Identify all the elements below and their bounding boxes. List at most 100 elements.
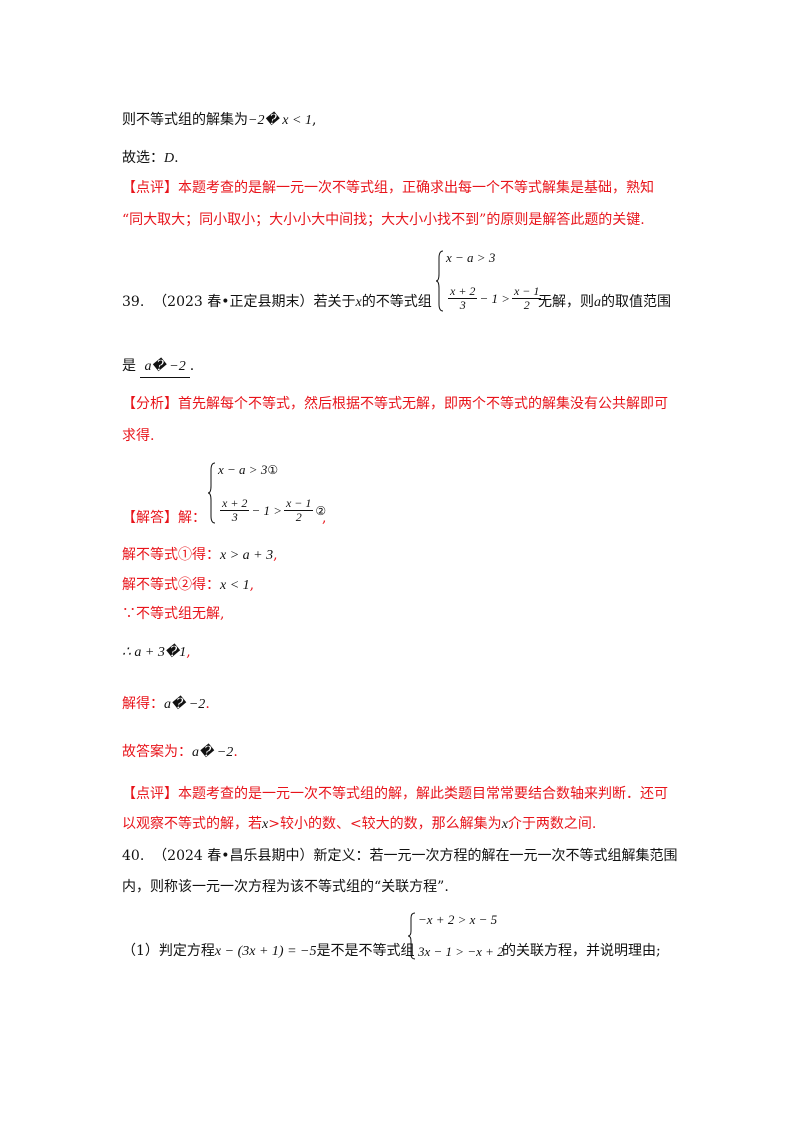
step-text: 解不等式①得： [122, 547, 220, 563]
fraction-numerator: x + 2 [220, 496, 250, 511]
brace-icon [408, 912, 416, 960]
solution-set-math: −2� x < 1 [248, 113, 312, 128]
answer-blank: a� −2 [140, 357, 190, 378]
fraction-numerator: x − 1 [283, 496, 314, 511]
question-number: 39. [122, 294, 145, 310]
review-block-2: 【点评】本题考查的是一元一次不等式组的解，解此类题目常常要结合数轴来判断．还可 [122, 784, 668, 804]
solution-comma: , [322, 508, 326, 528]
brace-icon [436, 250, 444, 312]
solution-header: 【解答】解： [122, 508, 206, 528]
question-text: 若关于 [313, 294, 356, 310]
sol-step-3: ∵不等式组无解, [122, 604, 224, 624]
q40-line2: 内，则称该一元一次方程为该不等式组的“关联方程”. [122, 877, 449, 897]
step-math: a� −2 [164, 697, 206, 712]
fraction-denominator: 3 [231, 510, 238, 524]
step-math: a� −2 [192, 745, 234, 760]
q40-inequality-system: −x + 2 > x − 5 3x − 1 > −x + 2 [408, 912, 504, 960]
sol-step-1: 解不等式①得：x > a + 3, [122, 545, 278, 566]
conclusion-line: 则不等式组的解集为−2� x < 1, [122, 110, 316, 131]
question-text: 内，则称该一元一次方程为该不等式组的“关联方程”. [122, 879, 449, 895]
sys-row-1: −x + 2 > x − 5 [418, 912, 498, 927]
var-x: x [501, 817, 508, 832]
equation-math: x − (3x + 1) = −5 [214, 944, 317, 959]
period: . [174, 150, 179, 166]
fraction-denominator: 3 [459, 298, 466, 312]
fraction-denominator: 2 [523, 298, 530, 312]
review-text: 以观察不等式的解，若 [122, 816, 262, 832]
step-text: 解不等式②得： [122, 577, 220, 593]
question-number: 40. [122, 848, 145, 864]
q40-part1: （1）判定方程x − (3x + 1) = −5是不是不等式组 [122, 941, 414, 962]
step-math: x < 1 [220, 578, 250, 593]
comma: , [311, 112, 317, 128]
fraction-denominator: 2 [295, 510, 302, 524]
review-text: >较小的数、<较大的数，那么解集为 [268, 816, 502, 832]
fraction-numerator: x + 2 [448, 284, 478, 299]
question-text: （1）判定方程 [122, 943, 215, 959]
comma: , [249, 577, 255, 593]
comma: , [186, 644, 191, 660]
circled-one: ① [267, 463, 279, 477]
comma: , [322, 510, 327, 526]
sol-step-5: 解得：a� −2. [122, 694, 210, 715]
comma: , [273, 547, 278, 563]
step-text: 解得： [122, 696, 164, 712]
sys-row-1: x − a > 3 [446, 250, 496, 265]
solution-label: 解： [178, 510, 206, 526]
brace-icon [208, 462, 216, 524]
var-x: x [262, 817, 269, 832]
period: . [189, 358, 195, 374]
conclusion-text: 则不等式组的解集为 [122, 112, 248, 128]
step-math: x > a + 3 [220, 548, 274, 563]
solution-tag: 【解答】 [122, 510, 178, 526]
analysis-block-line2: 求得. [122, 426, 154, 446]
review-text: 本题考查的是一元一次不等式组的解，解此类题目常常要结合数轴来判断．还可 [178, 786, 668, 802]
q40-part1-tail: 的关联方程，并说明理由; [502, 941, 661, 961]
analysis-text: 求得. [122, 428, 155, 444]
review-block-1: 【点评】本题考查的是解一元一次不等式组，正确求出每一个不等式解集是基础，熟知 [122, 178, 654, 198]
sol-step-4: ∴ a + 3�1, [122, 642, 191, 663]
review-block-2-line2: 以观察不等式的解，若x>较小的数、<较大的数，那么解集为x介于两数之间. [122, 814, 596, 835]
step-math: ∴ a + 3�1 [122, 645, 187, 660]
question-text: 是不是不等式组 [316, 943, 415, 959]
review-tag: 【点评】 [122, 180, 178, 196]
choice-answer: D [164, 151, 175, 166]
review-text: 本题考查的是解一元一次不等式组，正确求出每一个不等式解集是基础，熟知 [178, 180, 654, 196]
sol-ineq-1: x − a > 3 [218, 462, 268, 477]
q40-line1: 40. （2024 春•昌乐县期中）新定义：若一元一次方程的解在一元一次不等式组… [122, 846, 678, 866]
var-a: a [594, 295, 601, 310]
sys-row-2: 3x − 1 > −x + 2 [418, 944, 504, 959]
analysis-block: 【分析】首先解每个不等式，然后根据不等式无解，即两个不等式的解集没有公共解即可 [122, 394, 668, 414]
q39-line2: 是 a� −2. [122, 356, 194, 378]
question-text: 的不等式组 [361, 294, 432, 310]
review-tag: 【点评】 [122, 786, 178, 802]
circled-two: ② [315, 503, 327, 518]
var-x: x [355, 295, 362, 310]
question-text: 无解，则 [538, 294, 594, 310]
sol-step-6: 故答案为：a� −2. [122, 742, 238, 763]
question-source: （2023 春•正定县期末） [153, 294, 314, 310]
choice-line: 故选：D. [122, 148, 179, 169]
question-text: 的关联方程，并说明理由; [502, 943, 661, 959]
question-text: 新定义：若一元一次方程的解在一元一次不等式组解集范围 [313, 848, 678, 864]
period: . [205, 696, 210, 712]
fraction-numerator: x − 1 [511, 284, 542, 299]
sys-operator: − 1 > [251, 502, 282, 518]
question-text: 是 [122, 358, 136, 374]
sys-operator: − 1 > [479, 290, 510, 306]
analysis-tag: 【分析】 [122, 396, 178, 412]
step-text: 故答案为： [122, 744, 192, 760]
question-source: （2024 春•昌乐县期中） [153, 848, 314, 864]
q39-line1: 39. （2023 春•正定县期末）若关于x的不等式组 [122, 292, 432, 313]
analysis-text: 首先解每个不等式，然后根据不等式无解，即两个不等式的解集没有公共解即可 [178, 396, 668, 412]
review-block-1-line2: “同大取大；同小取小；大小小大中间找；大大小小找不到”的原则是解答此题的关键. [122, 210, 645, 230]
choice-label: 故选： [122, 150, 164, 166]
review-text: “同大取大；同小取小；大小小大中间找；大大小小找不到”的原则是解答此题的关键. [122, 212, 645, 228]
review-text: 介于两数之间. [507, 816, 597, 832]
question-text: 的取值范围 [601, 294, 671, 310]
